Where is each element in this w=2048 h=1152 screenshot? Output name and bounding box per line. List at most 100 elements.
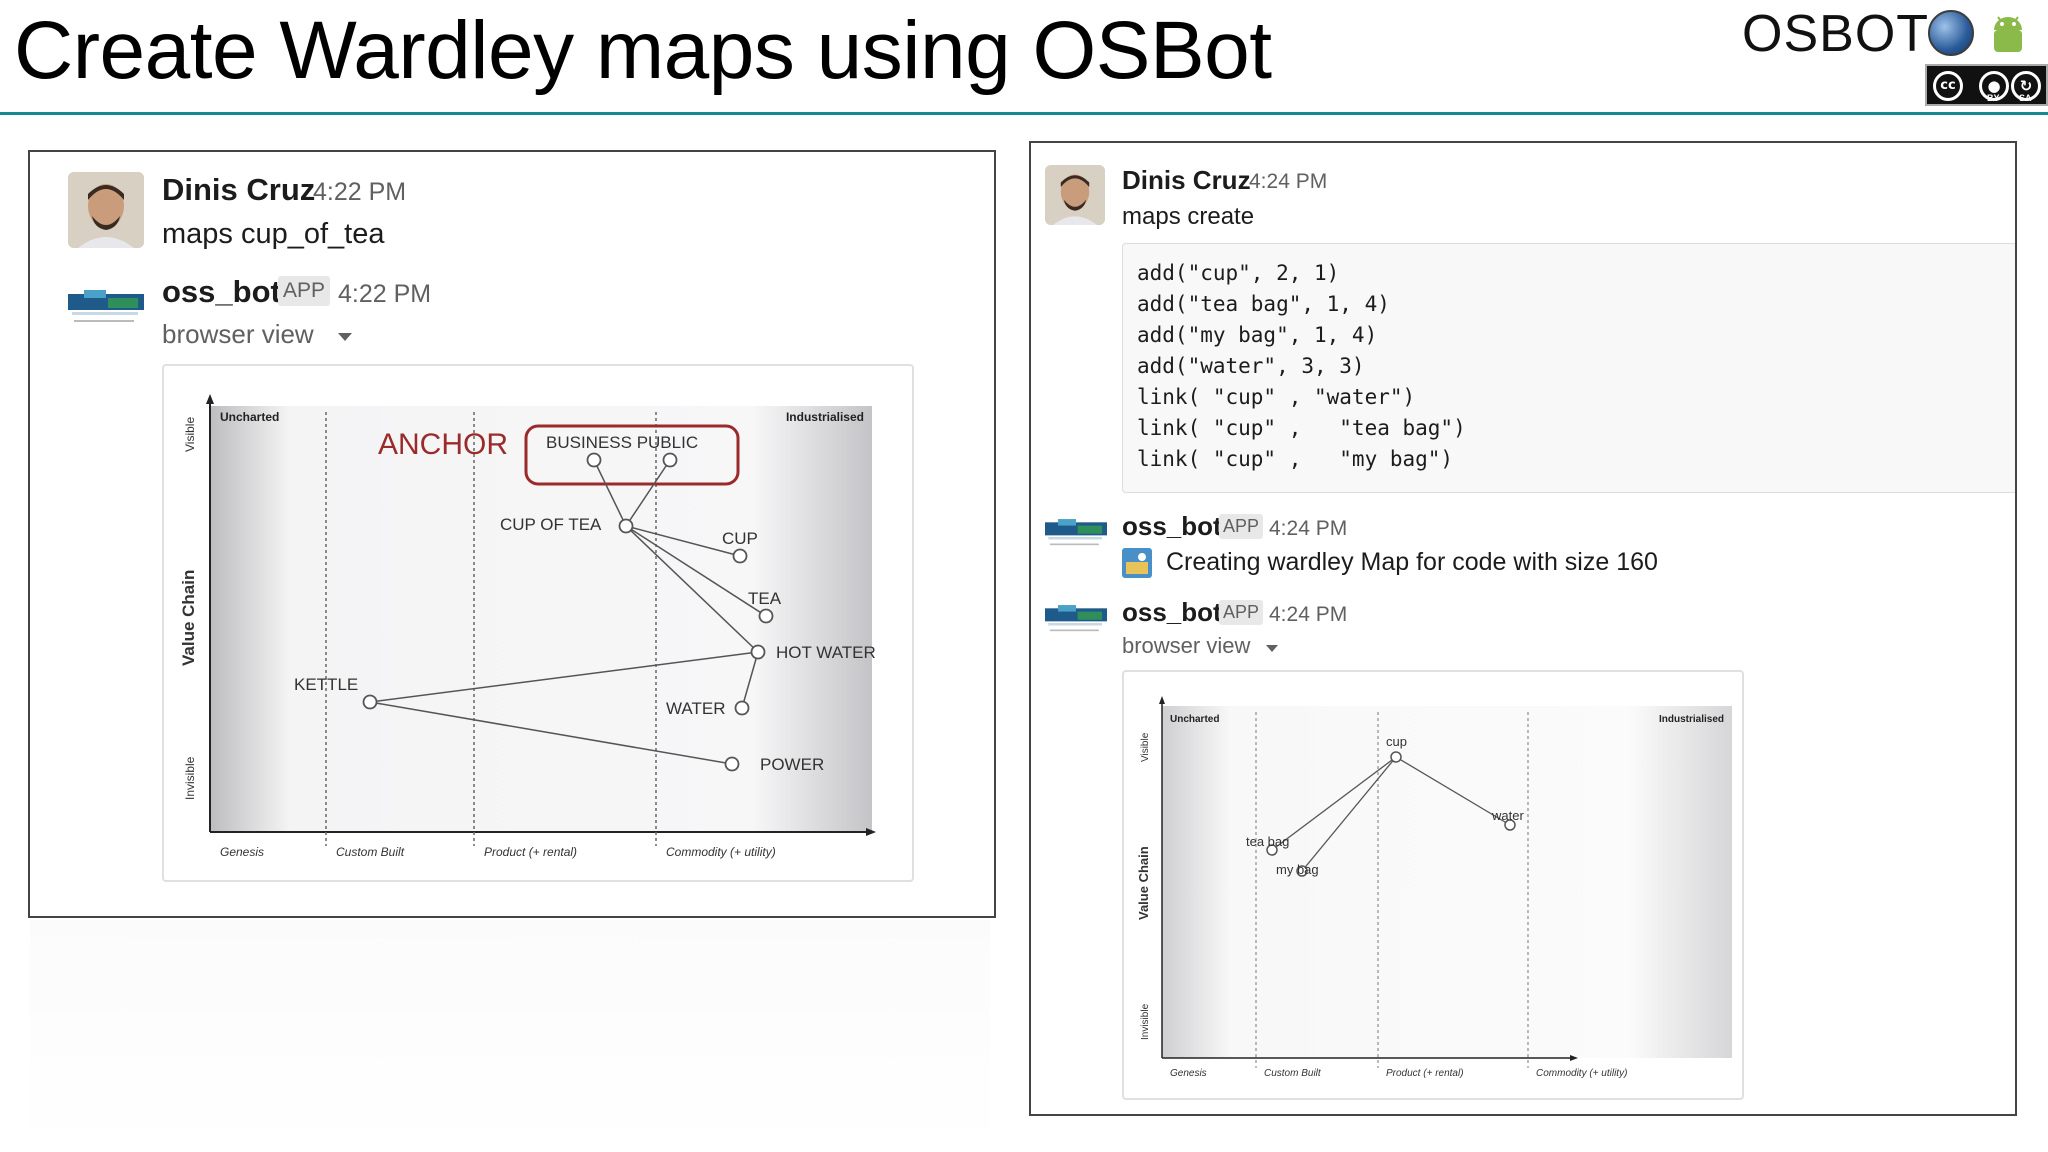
code-block: add("cup", 2, 1) add("tea bag", 1, 4) ad… bbox=[1122, 243, 2015, 493]
chevron-down-icon[interactable] bbox=[1266, 645, 1278, 652]
y-invisible-label: Invisible bbox=[183, 756, 197, 800]
node-cup-of-tea[interactable] bbox=[618, 518, 634, 534]
x-stage-genesis: Genesis bbox=[220, 845, 264, 859]
node-cup[interactable] bbox=[732, 548, 748, 564]
label-kettle: KETTLE bbox=[294, 675, 358, 694]
x-stage-commodity: Commodity (+ utility) bbox=[666, 845, 776, 859]
label-power: POWER bbox=[760, 755, 824, 774]
oss-bot-avatar[interactable] bbox=[68, 290, 144, 334]
label-water: water bbox=[1491, 808, 1524, 823]
corner-uncharted: Uncharted bbox=[220, 410, 279, 424]
message-timestamp[interactable]: 4:24 PM bbox=[1249, 170, 1328, 193]
wardley-map-chart: Uncharted Industrialised Visible Value C… bbox=[179, 394, 876, 859]
code-line: add("tea bag", 1, 4) bbox=[1137, 292, 1390, 316]
user-avatar-image-icon bbox=[68, 172, 144, 248]
anchor-business-public: BUSINESS PUBLIC bbox=[546, 433, 698, 452]
anchor-box bbox=[524, 424, 740, 486]
left-panel-fade bbox=[30, 920, 990, 1152]
by-attribution-icon: ● bbox=[1979, 71, 2009, 101]
code-line: link( "cup" , "tea bag") bbox=[1137, 416, 1466, 440]
code-line: add("cup", 2, 1) bbox=[1137, 261, 1340, 285]
sa-label: SA bbox=[2019, 93, 2032, 103]
label-cup: cup bbox=[1386, 734, 1407, 749]
message-author[interactable]: Dinis Cruz bbox=[162, 172, 316, 207]
bot-author[interactable]: oss_bot bbox=[162, 274, 281, 309]
node-tea[interactable] bbox=[758, 608, 774, 624]
osbot-brand: OSBOT bbox=[1742, 5, 1930, 63]
right-slack-screenshot: Dinis Cruz 4:24 PM maps create add("cup"… bbox=[1029, 141, 2017, 1116]
message-text: maps create bbox=[1122, 203, 1255, 230]
node-public[interactable] bbox=[662, 452, 678, 468]
open-security-summit-logo-icon bbox=[1045, 605, 1107, 632]
x-stage-product: Product (+ rental) bbox=[1386, 1068, 1464, 1079]
y-axis-label: Value Chain bbox=[1136, 846, 1151, 920]
y-axis-label: Value Chain bbox=[179, 570, 198, 666]
browser-view-toggle[interactable]: browser view bbox=[162, 319, 314, 349]
message-author[interactable]: Dinis Cruz bbox=[1122, 165, 1251, 195]
android-robot-icon bbox=[1994, 16, 2022, 52]
slide-title: Create Wardley maps using OSBot bbox=[14, 5, 1272, 96]
app-badge: APP bbox=[1219, 600, 1263, 625]
y-axis-arrow-icon bbox=[1159, 696, 1165, 704]
map-links bbox=[1271, 756, 1511, 872]
node-water[interactable] bbox=[1504, 819, 1516, 831]
anchor-label: ANCHOR bbox=[378, 428, 508, 461]
node-water[interactable] bbox=[734, 700, 750, 716]
node-tea-bag[interactable] bbox=[1266, 844, 1278, 856]
x-axis-arrow-icon bbox=[866, 828, 876, 836]
oss-bot-avatar[interactable] bbox=[1045, 519, 1107, 555]
chevron-down-icon[interactable] bbox=[338, 333, 352, 341]
wardley-map-chart: Uncharted Industrialised Visible Value C… bbox=[1136, 696, 1732, 1079]
node-hot-water[interactable] bbox=[750, 644, 766, 660]
x-axis-arrow-icon bbox=[1570, 1055, 1578, 1061]
y-invisible-label: Invisible bbox=[1140, 1003, 1151, 1040]
cc-license-badge: cc ● ↻ BY SA bbox=[1925, 64, 2048, 106]
code-line: add("my bag", 1, 4) bbox=[1137, 323, 1378, 347]
bot-author[interactable]: oss_bot bbox=[1122, 511, 1222, 541]
user-avatar-image-icon bbox=[1045, 165, 1105, 225]
message-text: maps cup_of_tea bbox=[162, 218, 385, 250]
y-visible-label: Visible bbox=[1140, 732, 1151, 762]
node-my-bag[interactable] bbox=[1296, 865, 1308, 877]
bot-status-text: Creating wardley Map for code with size … bbox=[1166, 548, 1658, 576]
bot-timestamp[interactable]: 4:24 PM bbox=[1269, 603, 1348, 626]
bot-author[interactable]: oss_bot bbox=[1122, 597, 1222, 627]
corner-industrialised: Industrialised bbox=[1659, 714, 1724, 725]
x-stage-commodity: Commodity (+ utility) bbox=[1536, 1068, 1627, 1079]
node-kettle[interactable] bbox=[362, 694, 378, 710]
osbot-globe-logo-icon bbox=[1928, 10, 1974, 56]
label-cup-of-tea: CUP OF TEA bbox=[500, 515, 602, 534]
message-timestamp[interactable]: 4:22 PM bbox=[313, 178, 407, 206]
x-stage-product: Product (+ rental) bbox=[484, 845, 577, 859]
cc-icon: cc bbox=[1933, 71, 1963, 101]
label-my-bag: my bag bbox=[1276, 862, 1319, 877]
app-badge: APP bbox=[1219, 514, 1263, 539]
browser-view-toggle[interactable]: browser view bbox=[1122, 633, 1251, 658]
y-axis-arrow-icon bbox=[206, 394, 214, 404]
bot-timestamp[interactable]: 4:24 PM bbox=[1269, 517, 1348, 540]
open-security-summit-logo-icon bbox=[1045, 519, 1107, 546]
code-line: add("water", 3, 3) bbox=[1137, 354, 1365, 378]
label-tea: TEA bbox=[748, 589, 782, 608]
bot-timestamp[interactable]: 4:22 PM bbox=[338, 280, 432, 308]
map-links bbox=[369, 459, 767, 765]
x-stage-genesis: Genesis bbox=[1170, 1068, 1207, 1079]
share-alike-icon: ↻ bbox=[2011, 71, 2041, 101]
label-tea-bag: tea bag bbox=[1246, 834, 1289, 849]
x-stage-custom-built: Custom Built bbox=[1264, 1068, 1322, 1079]
user-avatar[interactable] bbox=[1045, 165, 1105, 225]
node-business[interactable] bbox=[586, 452, 602, 468]
by-label: BY bbox=[1987, 93, 2000, 103]
label-cup: CUP bbox=[722, 529, 758, 548]
wardley-map-attachment[interactable]: Uncharted Industrialised Visible Value C… bbox=[1122, 670, 1744, 1100]
x-stage-custom-built: Custom Built bbox=[336, 845, 405, 859]
wardley-map-attachment[interactable]: Uncharted Industrialised Visible Value C… bbox=[162, 364, 914, 882]
map-image-icon bbox=[1122, 548, 1152, 578]
app-badge: APP bbox=[278, 276, 330, 306]
node-power[interactable] bbox=[724, 756, 740, 772]
oss-bot-avatar[interactable] bbox=[1045, 605, 1107, 641]
user-avatar[interactable] bbox=[68, 172, 144, 248]
node-cup[interactable] bbox=[1390, 751, 1402, 763]
corner-industrialised: Industrialised bbox=[786, 410, 864, 424]
code-line: link( "cup" , "water") bbox=[1137, 385, 1416, 409]
